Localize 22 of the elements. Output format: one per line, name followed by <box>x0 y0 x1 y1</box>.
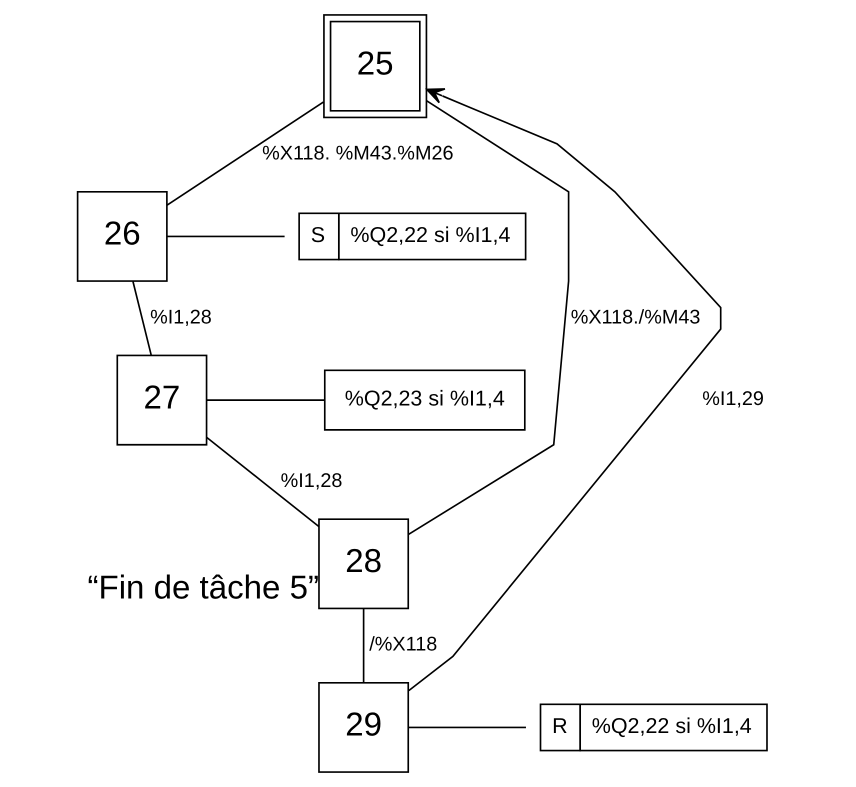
edge-label: %X118./%M43 <box>570 306 700 328</box>
node-label: “Fin de tâche 5” <box>87 569 318 606</box>
edge-label: %I1,28 <box>280 470 342 492</box>
connector <box>206 399 324 401</box>
connector <box>362 608 364 682</box>
connector <box>408 100 569 535</box>
arrow <box>408 88 722 692</box>
connector <box>206 436 319 528</box>
edge-label: %X118. %M43.%M26 <box>262 142 454 165</box>
node-box: 25 <box>322 14 427 118</box>
connector <box>166 236 284 238</box>
connector <box>408 726 526 728</box>
edge-label: %I1,28 <box>150 306 212 328</box>
edge-label: %I1,29 <box>702 388 764 410</box>
node-box: 27 <box>116 354 207 446</box>
node-box: 29 <box>318 682 409 773</box>
connector <box>132 281 152 356</box>
node-box: 26 <box>76 190 168 282</box>
node-box: %Q2,23 si %I1,4 <box>323 370 526 431</box>
edge-label: /%X118 <box>368 634 437 656</box>
node-box: 28 <box>318 518 409 610</box>
connector <box>166 101 324 206</box>
